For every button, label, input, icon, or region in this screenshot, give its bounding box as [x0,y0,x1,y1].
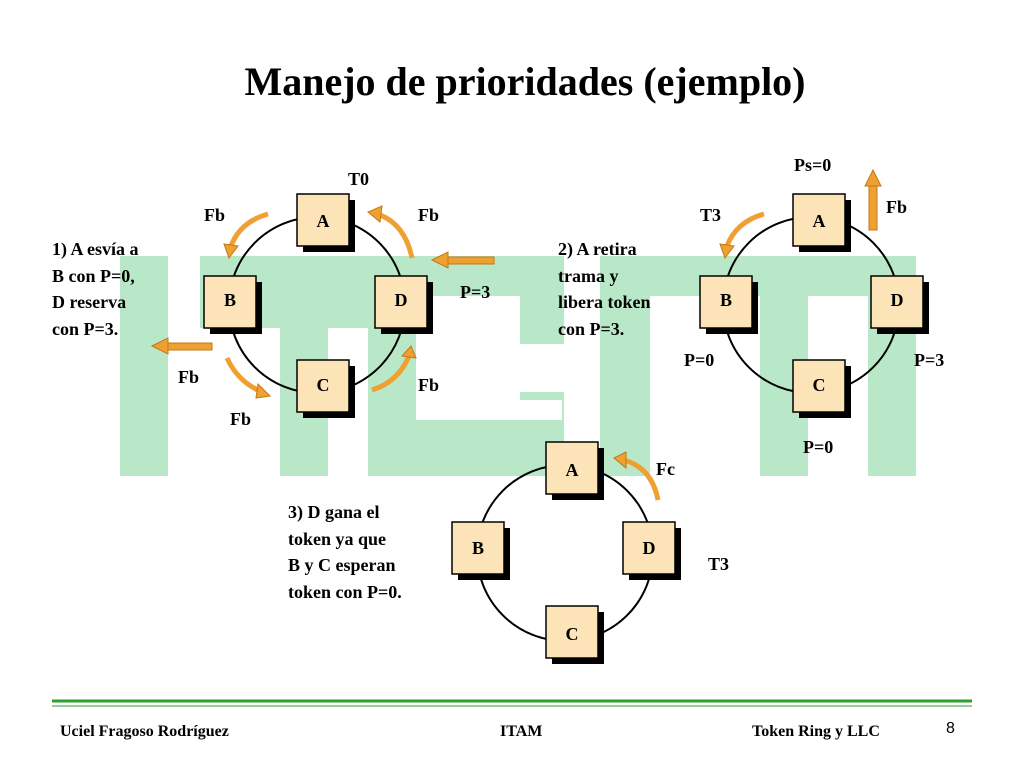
node-d2-a: A [792,193,851,252]
node-d2-b: B [699,275,758,334]
arrow-label: Fc [656,459,675,479]
curved-arrow-icon [371,345,417,393]
node-label: A [566,460,579,480]
priority-label: P=0 [803,437,834,457]
arrow-label: Fb [886,197,908,217]
page-number: 8 [946,720,955,737]
caption-line: trama y [558,265,619,286]
caption-line: B con P=0, [52,265,135,286]
caption-line: 1) A esvía a [52,239,139,259]
token-label: T3 [700,205,722,225]
curved-arrow-icon [367,205,415,259]
node-label: C [566,624,579,644]
node-label: A [813,211,826,231]
left-arrow-icon [150,337,213,355]
node-label: D [643,538,656,558]
node-d1-d: D [374,275,433,334]
priority-label: Ps=0 [794,155,832,175]
token-label: T3 [708,554,730,574]
caption-line: token ya que [288,528,387,549]
node-d1-b: B [203,275,262,334]
curved-arrow-icon [223,211,269,260]
arrow-label: Fb [230,409,252,429]
arrow-label: Fb [418,375,440,395]
caption-line: con P=3. [52,318,119,339]
caption-1: 1) A esvía a B con P=0, D reserva con P=… [52,236,139,342]
node-label: A [317,211,330,231]
node-d2-d: D [870,275,929,334]
node-d3-c: C [545,605,604,664]
arrow-label: Fb [178,367,200,387]
curved-arrow-icon [224,356,272,399]
node-d2-c: C [792,359,851,418]
node-label: D [891,290,904,310]
caption-line: 2) A retira [558,239,637,259]
node-d3-d: D [622,521,681,580]
node-label: C [317,375,330,395]
node-label: B [472,538,484,558]
caption-line: D reserva [52,292,127,312]
curved-arrow-icon [719,211,765,260]
caption-line: libera token [558,292,651,312]
token-label: T0 [348,169,370,189]
node-label: B [224,290,236,310]
node-d1-a: A [296,193,355,252]
priority-label: P=0 [684,350,715,370]
arrow-label: Fb [418,205,440,225]
priority-label: P=3 [460,282,491,302]
caption-3: 3) D gana el token ya que B y C esperan … [288,499,402,605]
node-d3-b: B [451,521,510,580]
node-d3-a: A [545,441,604,500]
footer-author: Uciel Fragoso Rodríguez [60,723,229,740]
caption-2: 2) A retira trama y libera token con P=3… [558,236,651,342]
caption-line: 3) D gana el [288,502,380,522]
footer-org: ITAM [500,723,543,740]
node-label: C [813,375,826,395]
node-label: D [395,290,408,310]
caption-line: con P=3. [558,318,625,339]
slide-title: Manejo de prioridades (ejemplo) [244,59,806,104]
arrow-label: Fb [204,205,226,225]
left-arrow-icon [430,251,495,269]
up-arrow-icon [864,168,882,231]
priority-label: P=3 [914,350,945,370]
node-label: B [720,290,732,310]
node-d1-c: C [296,359,355,418]
footer-topic: Token Ring y LLC [752,723,880,740]
caption-line: B y C esperan [288,555,396,575]
caption-line: token con P=0. [288,581,402,602]
curved-arrow-icon [613,451,661,501]
